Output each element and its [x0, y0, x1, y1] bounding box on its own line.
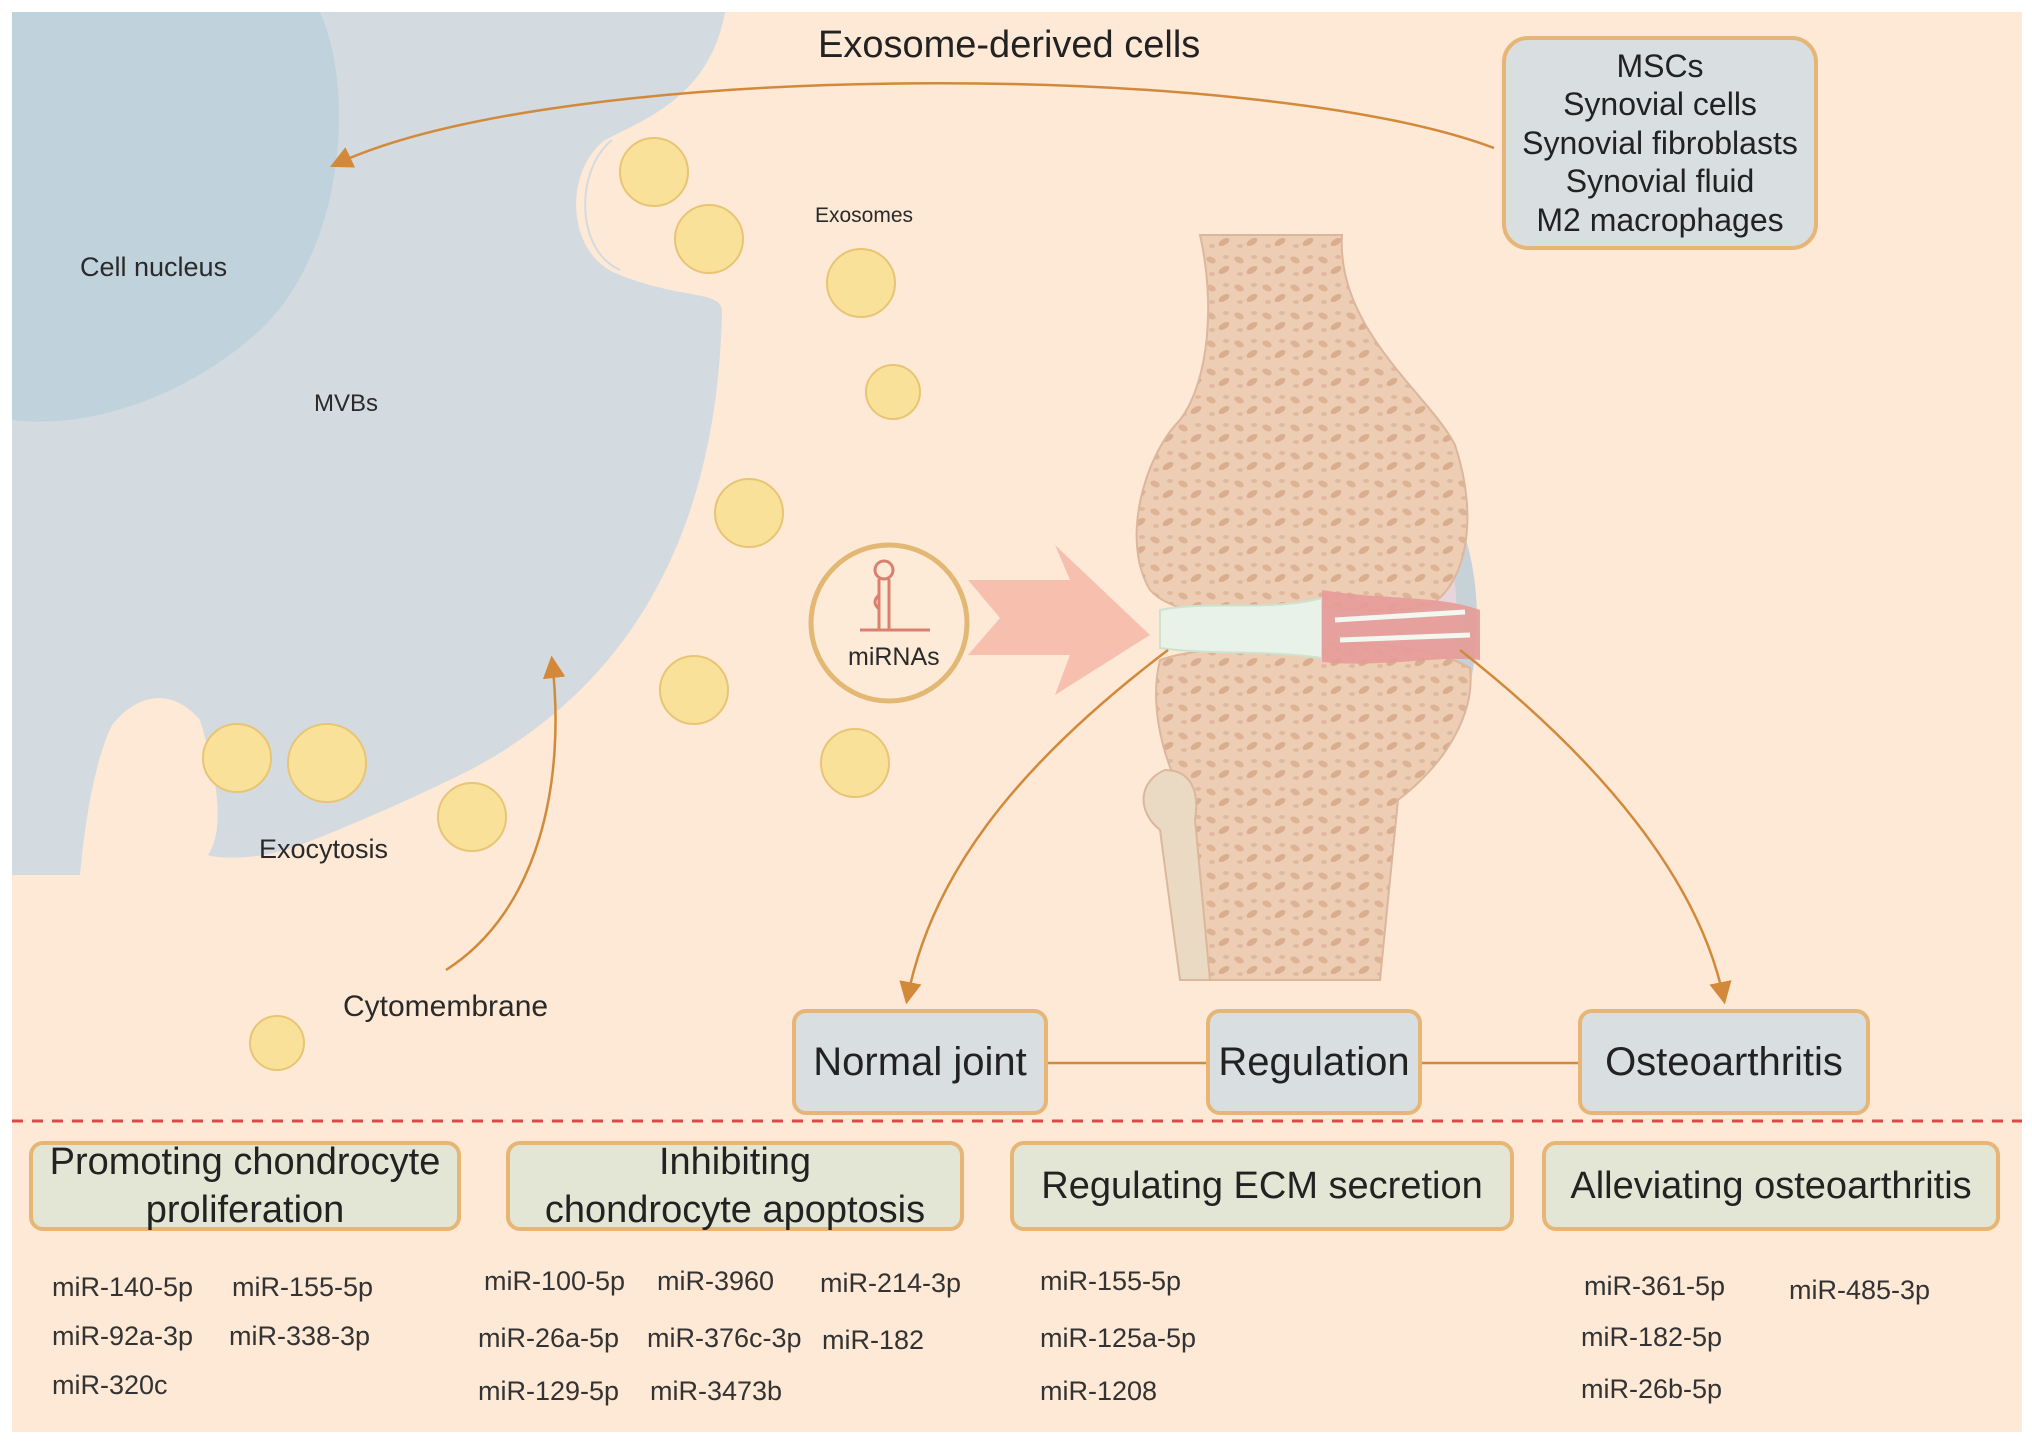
source-item: Synovial cells	[1563, 86, 1757, 123]
diagram-title: Exosome-derived cells	[818, 24, 1201, 66]
delivery-arrow	[968, 545, 1150, 695]
vesicle	[714, 478, 784, 548]
mirna-item: miR-155-5p	[1040, 1266, 1182, 1296]
cartilage-normal	[1159, 596, 1323, 660]
source-to-cell-arrow	[329, 82, 1495, 168]
category-title-line: Inhibiting	[658, 1141, 812, 1183]
category-title-line: Regulating ECM secretion	[1041, 1165, 1483, 1207]
mirna-item: miR-3473b	[650, 1376, 783, 1406]
mirna-item: miR-140-5p	[52, 1272, 194, 1302]
mirna-item: miR-320c	[52, 1370, 168, 1400]
vesicle	[826, 248, 896, 318]
category-apoptosis-box: Inhibiting chondrocyte apoptosis	[506, 1141, 964, 1231]
nucleus-label: Cell nucleus	[80, 252, 228, 282]
vesicle	[659, 655, 729, 725]
cytomembrane-label: Cytomembrane	[343, 990, 549, 1023]
mirna-item: miR-3960	[657, 1266, 775, 1296]
mvbs-label: MVBs	[314, 390, 379, 417]
mirna-item: miR-182	[822, 1325, 925, 1355]
mirna-item: miR-1208	[1040, 1376, 1158, 1406]
mirna-item: miR-376c-3p	[647, 1323, 802, 1353]
source-item: Synovial fibroblasts	[1522, 124, 1798, 161]
category-title-line: Promoting chondrocyte	[49, 1141, 441, 1183]
mirna-item: miR-214-3p	[820, 1268, 962, 1298]
exosome-vesicles	[202, 137, 921, 1071]
osteoarthritis-box: Osteoarthritis	[1578, 1009, 1870, 1115]
exosome-source-box: MSCs Synovial cells Synovial fibroblasts…	[1502, 36, 1818, 250]
vesicle	[287, 723, 367, 803]
category-proliferation-box: Promoting chondrocyte proliferation	[29, 1141, 461, 1231]
knee-joint-illustration	[1135, 234, 1480, 981]
mirna-item: miR-92a-3p	[52, 1321, 194, 1351]
regulation-box: Regulation	[1206, 1009, 1422, 1115]
budding-membrane	[584, 139, 621, 271]
mirna-item: miR-125a-5p	[1040, 1323, 1197, 1353]
source-item: M2 macrophages	[1536, 201, 1784, 238]
normal-joint-box: Normal joint	[792, 1009, 1048, 1115]
source-item: Synovial fluid	[1565, 163, 1755, 200]
mirna-item: miR-26a-5p	[478, 1323, 620, 1353]
vesicle	[202, 723, 272, 793]
vesicle	[865, 364, 921, 420]
to-normal-arrow	[899, 649, 1169, 1005]
hairpin-rna-icon	[860, 559, 930, 632]
mirna-item: miR-485-3p	[1789, 1275, 1931, 1305]
cartilage-damaged	[1322, 590, 1480, 664]
mirnas-label: miRNAs	[848, 643, 940, 671]
category-ecm-box: Regulating ECM secretion	[1010, 1141, 1514, 1231]
category-title-line: chondrocyte apoptosis	[544, 1189, 926, 1231]
category-title-line: Alleviating osteoarthritis	[1570, 1165, 1972, 1207]
fibula	[1142, 768, 1212, 981]
mirna-item: miR-182-5p	[1581, 1322, 1723, 1352]
cell-nucleus	[12, 12, 339, 422]
mirna-item: miR-26b-5p	[1581, 1374, 1723, 1404]
vesicle	[619, 137, 689, 207]
vesicle	[674, 204, 744, 274]
source-item: MSCs	[1616, 47, 1704, 84]
mirna-item: miR-129-5p	[478, 1376, 620, 1406]
exosomes-label: Exosomes	[815, 204, 914, 227]
mirna-item: miR-155-5p	[232, 1272, 374, 1302]
vesicle	[437, 782, 507, 852]
cytomembrane-arrow	[445, 655, 566, 972]
mirna-item: miR-338-3p	[229, 1321, 371, 1351]
to-oa-arrow	[1459, 649, 1732, 1005]
vesicle	[820, 728, 890, 798]
vesicle	[249, 1015, 305, 1071]
exocytosis-label: Exocytosis	[259, 834, 389, 864]
mirna-item: miR-361-5p	[1584, 1271, 1726, 1301]
mirna-item: miR-100-5p	[484, 1266, 626, 1296]
category-title-line: proliferation	[145, 1189, 345, 1231]
category-alleviating-box: Alleviating osteoarthritis	[1542, 1141, 2000, 1231]
